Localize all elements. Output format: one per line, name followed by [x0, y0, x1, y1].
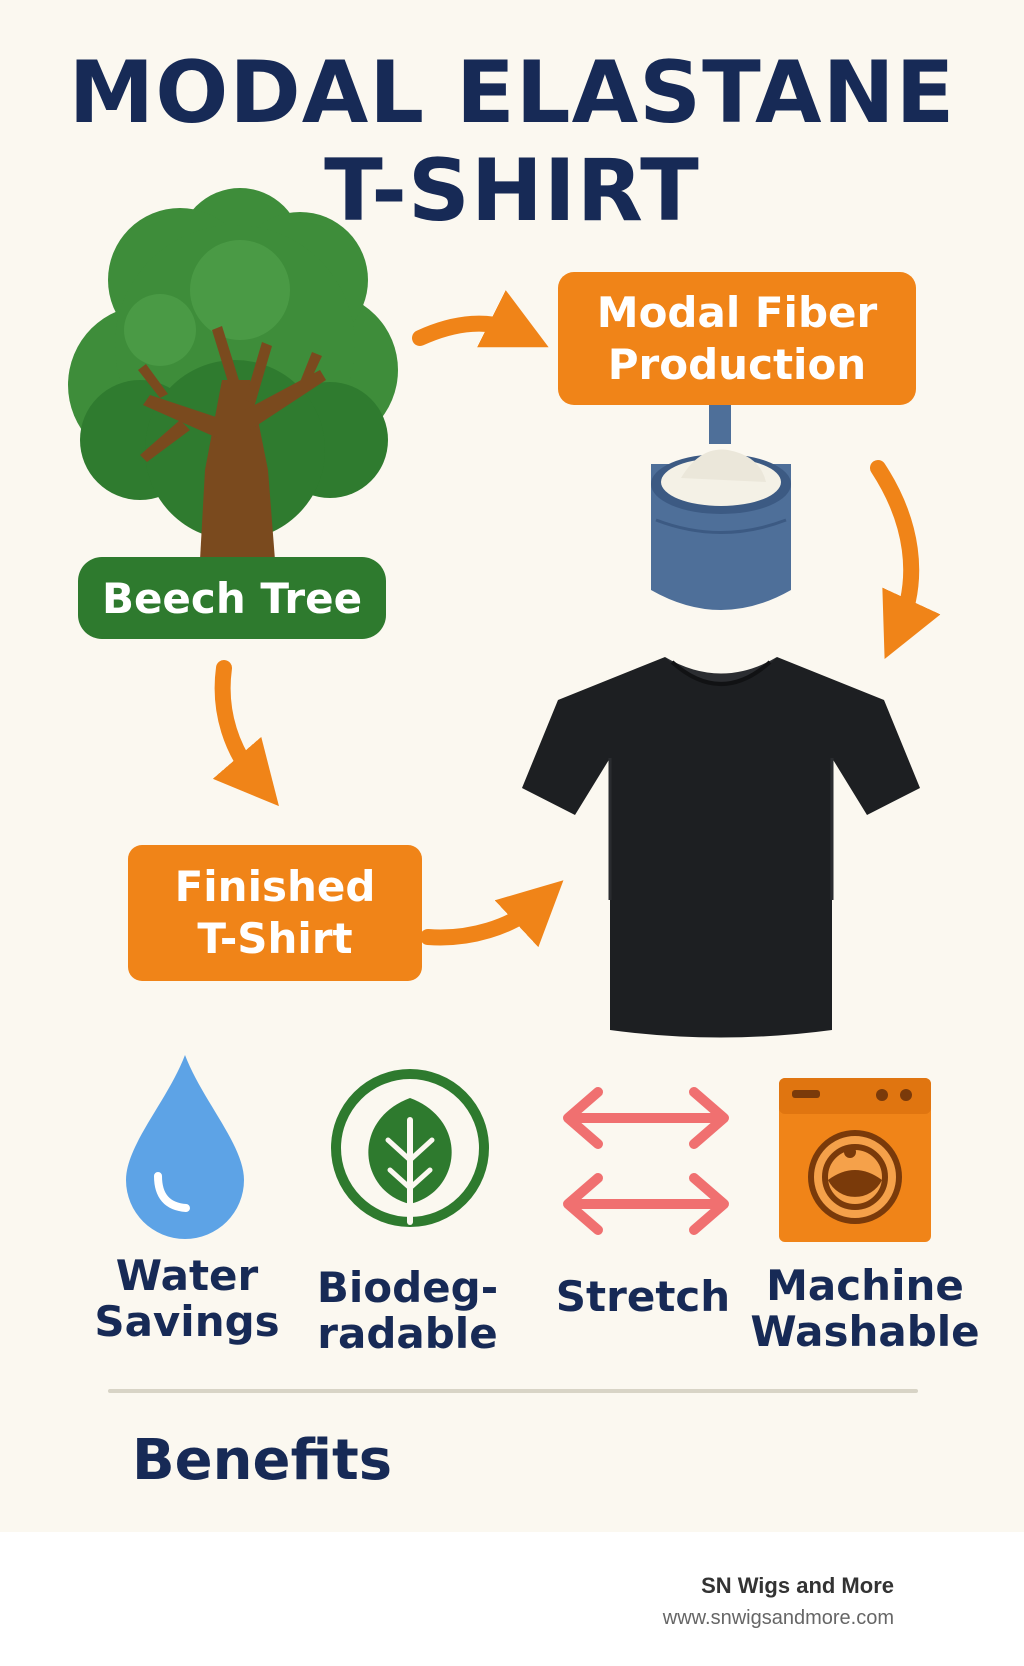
- water-drop-icon: [126, 1055, 244, 1239]
- wash-line-2: Washable: [750, 1307, 980, 1356]
- water-savings-label: Water Savings: [82, 1253, 292, 1345]
- modal-fiber-production-label: Modal Fiber Production: [558, 272, 916, 405]
- section-divider: [108, 1389, 918, 1393]
- leaf-icon: [331, 1069, 489, 1227]
- stretch-arrows-icon: [563, 1087, 729, 1235]
- illustration-layer: [68, 188, 941, 1242]
- finished-t-shirt-label: Finished T-Shirt: [128, 845, 422, 981]
- stretch-line-1: Stretch: [555, 1272, 731, 1321]
- title-line-2: T-SHIRT: [324, 141, 700, 241]
- brand-url: www.snwigsandmore.com: [662, 1607, 894, 1629]
- machine-washable-label: Machine Washable: [745, 1263, 985, 1355]
- beech-tree-label: Beech Tree: [78, 557, 386, 639]
- stretch-label: Stretch: [548, 1274, 738, 1320]
- modal-fiber-line-1: Modal Fiber: [596, 287, 878, 337]
- flow-arrows: [212, 290, 941, 948]
- fiber-container-icon: [651, 400, 791, 610]
- washing-machine-icon: [779, 1078, 931, 1242]
- water-line-2: Savings: [94, 1297, 280, 1346]
- modal-fiber-line-2: Production: [607, 339, 867, 389]
- water-line-1: Water: [115, 1251, 259, 1300]
- beech-tree-icon: [68, 188, 398, 560]
- bio-line-2: radable: [317, 1309, 498, 1358]
- finished-line-1: Finished: [174, 862, 376, 911]
- finished-line-2: T-Shirt: [197, 914, 353, 963]
- benefits-heading: Benefits: [132, 1428, 393, 1493]
- brand-name: SN Wigs and More: [701, 1573, 894, 1598]
- t-shirt-icon: [522, 657, 920, 1038]
- biodegradable-label: Biodeg- radable: [300, 1265, 515, 1357]
- wash-line-1: Machine: [766, 1261, 964, 1310]
- bio-line-1: Biodeg-: [316, 1263, 499, 1312]
- title-line-1: MODAL ELASTANE: [68, 43, 956, 143]
- infographic-canvas: MODAL ELASTANE T-SHIRT: [0, 0, 1024, 1532]
